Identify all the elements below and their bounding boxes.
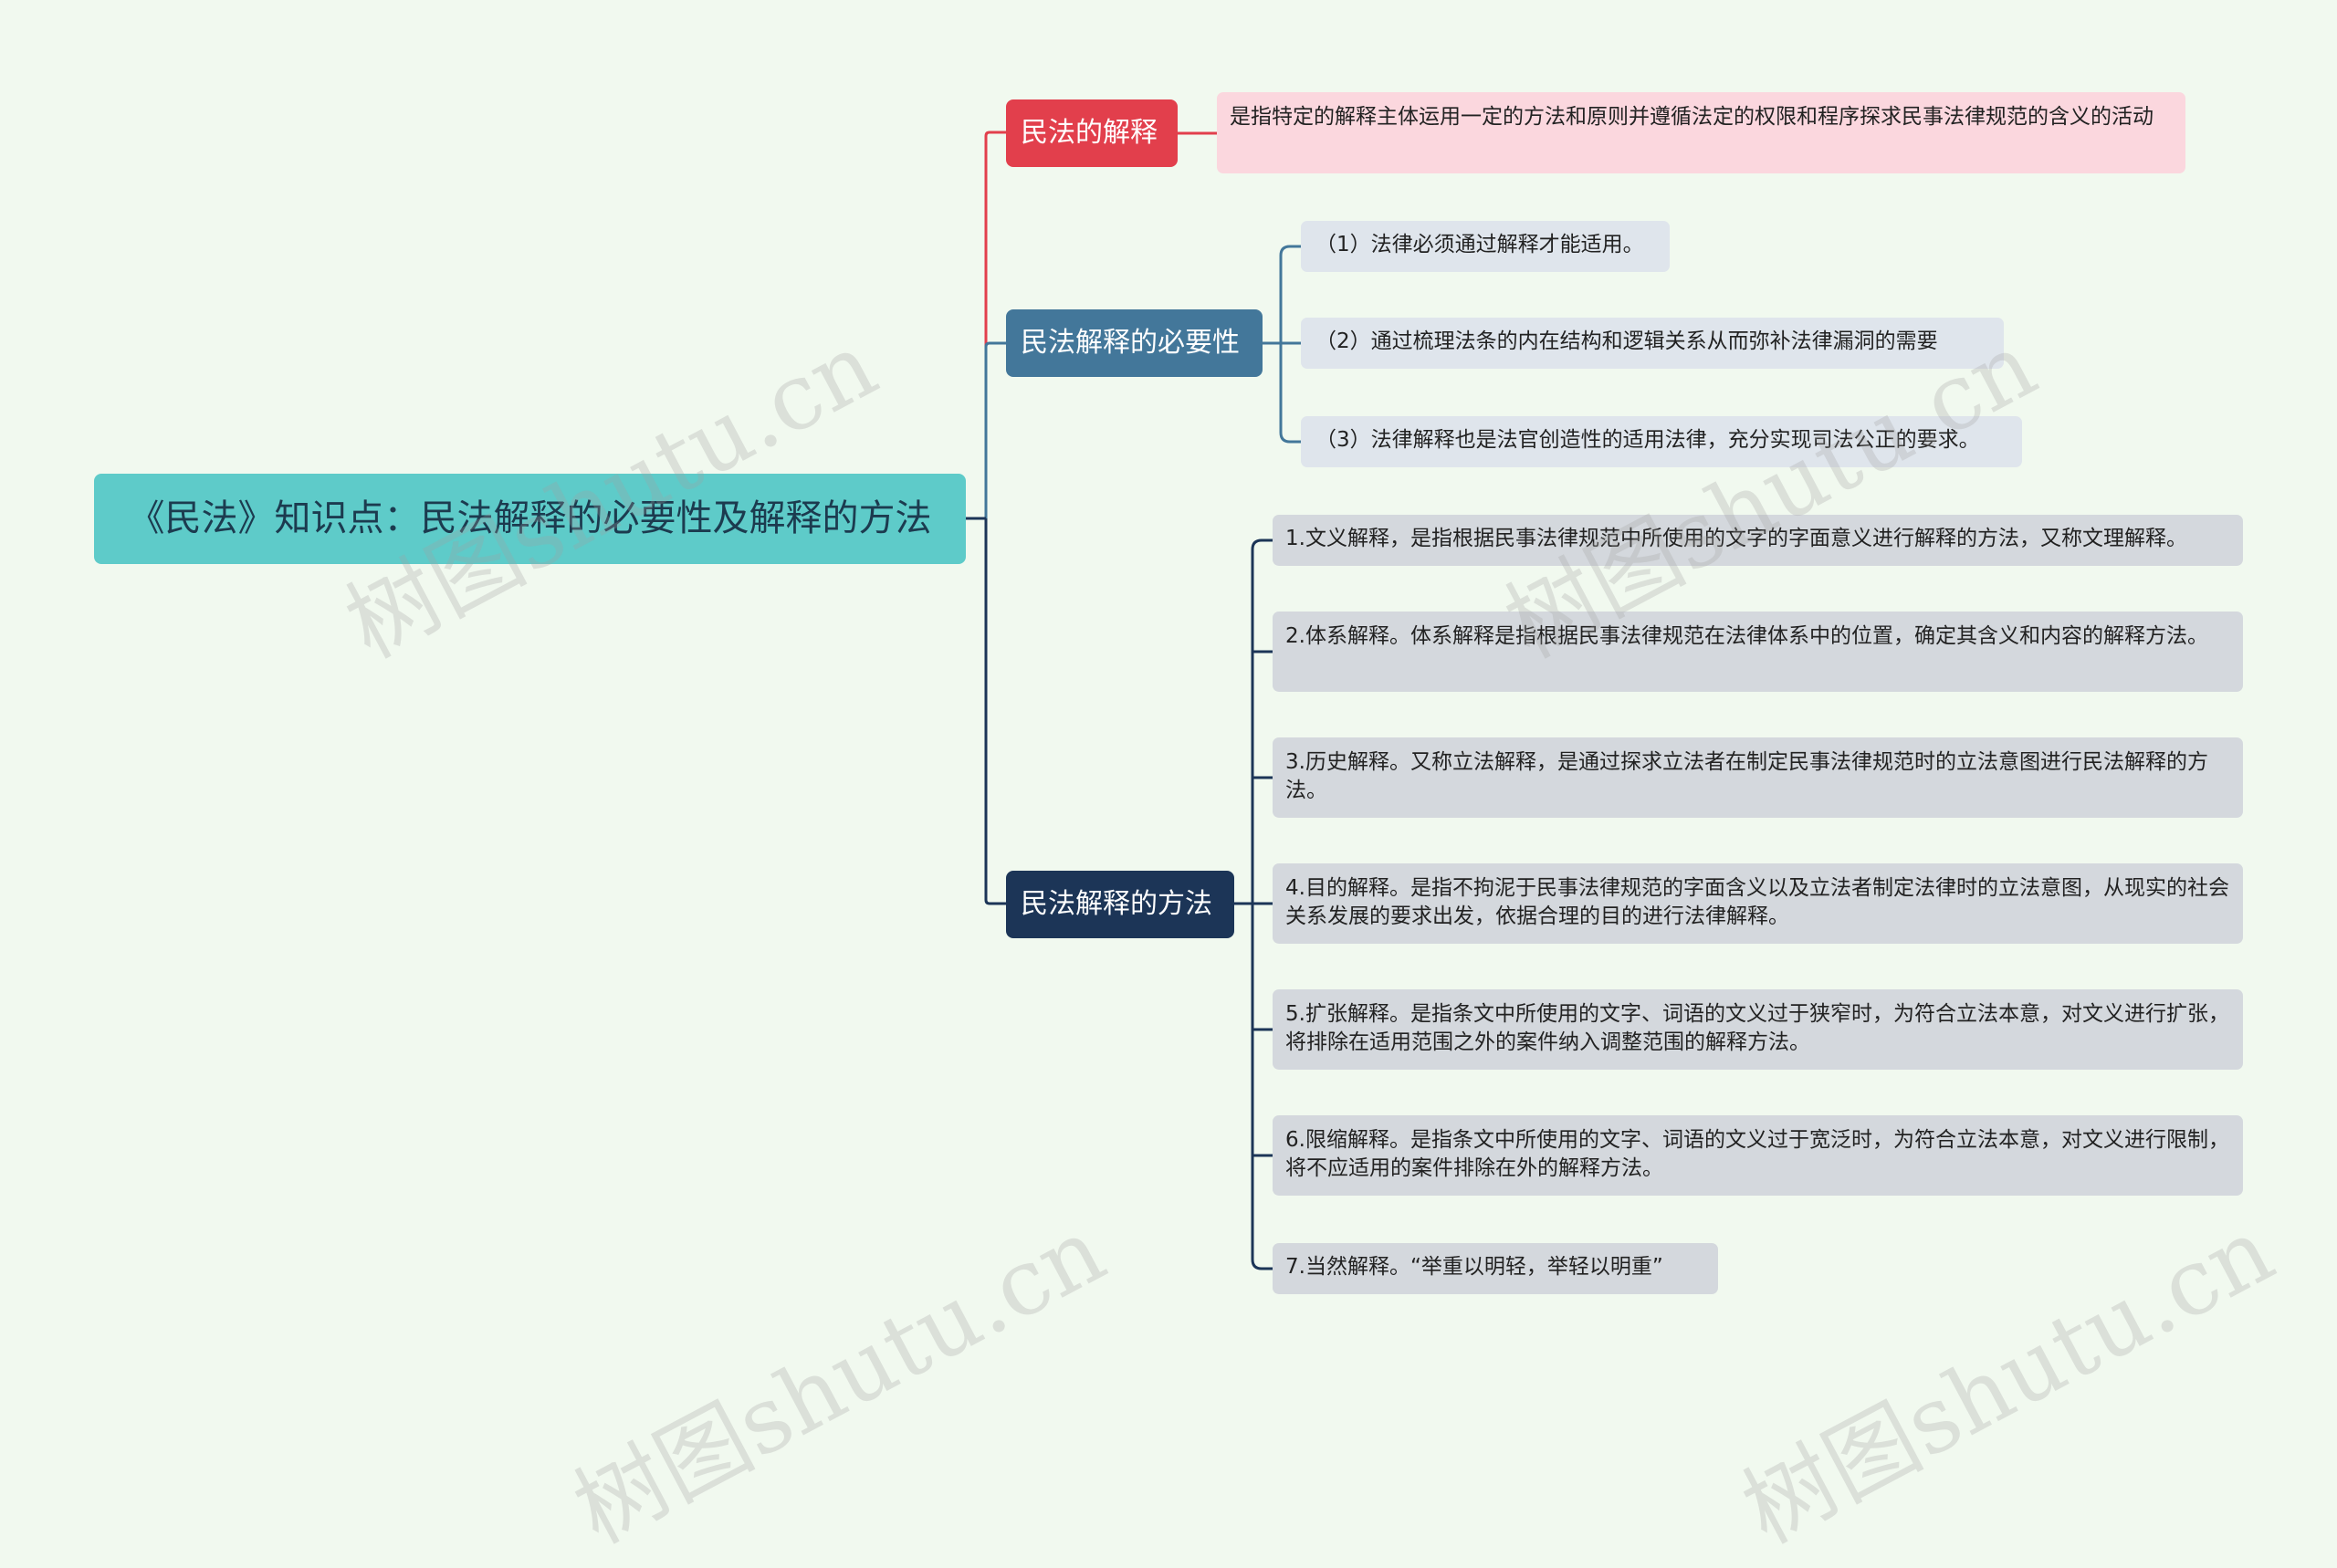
leaf-necessity-3[interactable]: （3）法律解释也是法官创造性的适用法律，充分实现司法公正的要求。 [1301,416,2022,467]
leaf-method-2[interactable]: 2.体系解释。体系解释是指根据民事法律规范在法律体系中的位置，确定其含义和内容的… [1273,612,2243,692]
root-topic[interactable]: 《民法》知识点：民法解释的必要性及解释的方法 [94,474,966,564]
connector-lines [966,131,1301,1270]
branch-methods[interactable]: 民法解释的方法 [1006,871,1234,938]
branch-necessity[interactable]: 民法解释的必要性 [1006,309,1263,377]
link-root-b1 [966,131,1006,520]
leaf-necessity-1[interactable]: （1）法律必须通过解释才能适用。 [1301,221,1670,272]
link-b3-leaves [1234,538,1273,1270]
link-root-b2 [984,341,1006,518]
leaf-method-1[interactable]: 1.文义解释，是指根据民事法律规范中所使用的文字的字面意义进行解释的方法，又称文… [1273,515,2243,566]
link-b2-leaves [1263,245,1301,444]
leaf-definition[interactable]: 是指特定的解释主体运用一定的方法和原则并遵循法定的权限和程序探求民事法律规范的含… [1217,92,2185,173]
branch-civil-law-interpretation[interactable]: 民法的解释 [1006,99,1178,167]
leaf-method-7[interactable]: 7.当然解释。“举重以明轻，举轻以明重” [1273,1243,1718,1294]
leaf-method-5[interactable]: 5.扩张解释。是指条文中所使用的文字、词语的文义过于狭窄时，为符合立法本意，对文… [1273,989,2243,1070]
leaf-method-4[interactable]: 4.目的解释。是指不拘泥于民事法律规范的字面含义以及立法者制定法律时的立法意图，… [1273,863,2243,944]
leaf-necessity-2[interactable]: （2）通过梳理法条的内在结构和逻辑关系从而弥补法律漏洞的需要 [1301,318,2004,369]
leaf-method-3[interactable]: 3.历史解释。又称立法解释，是通过探求立法者在制定民事法律规范时的立法意图进行民… [1273,737,2243,818]
leaf-method-6[interactable]: 6.限缩解释。是指条文中所使用的文字、词语的文义过于宽泛时，为符合立法本意，对文… [1273,1115,2243,1196]
link-root-b3 [984,518,1006,905]
